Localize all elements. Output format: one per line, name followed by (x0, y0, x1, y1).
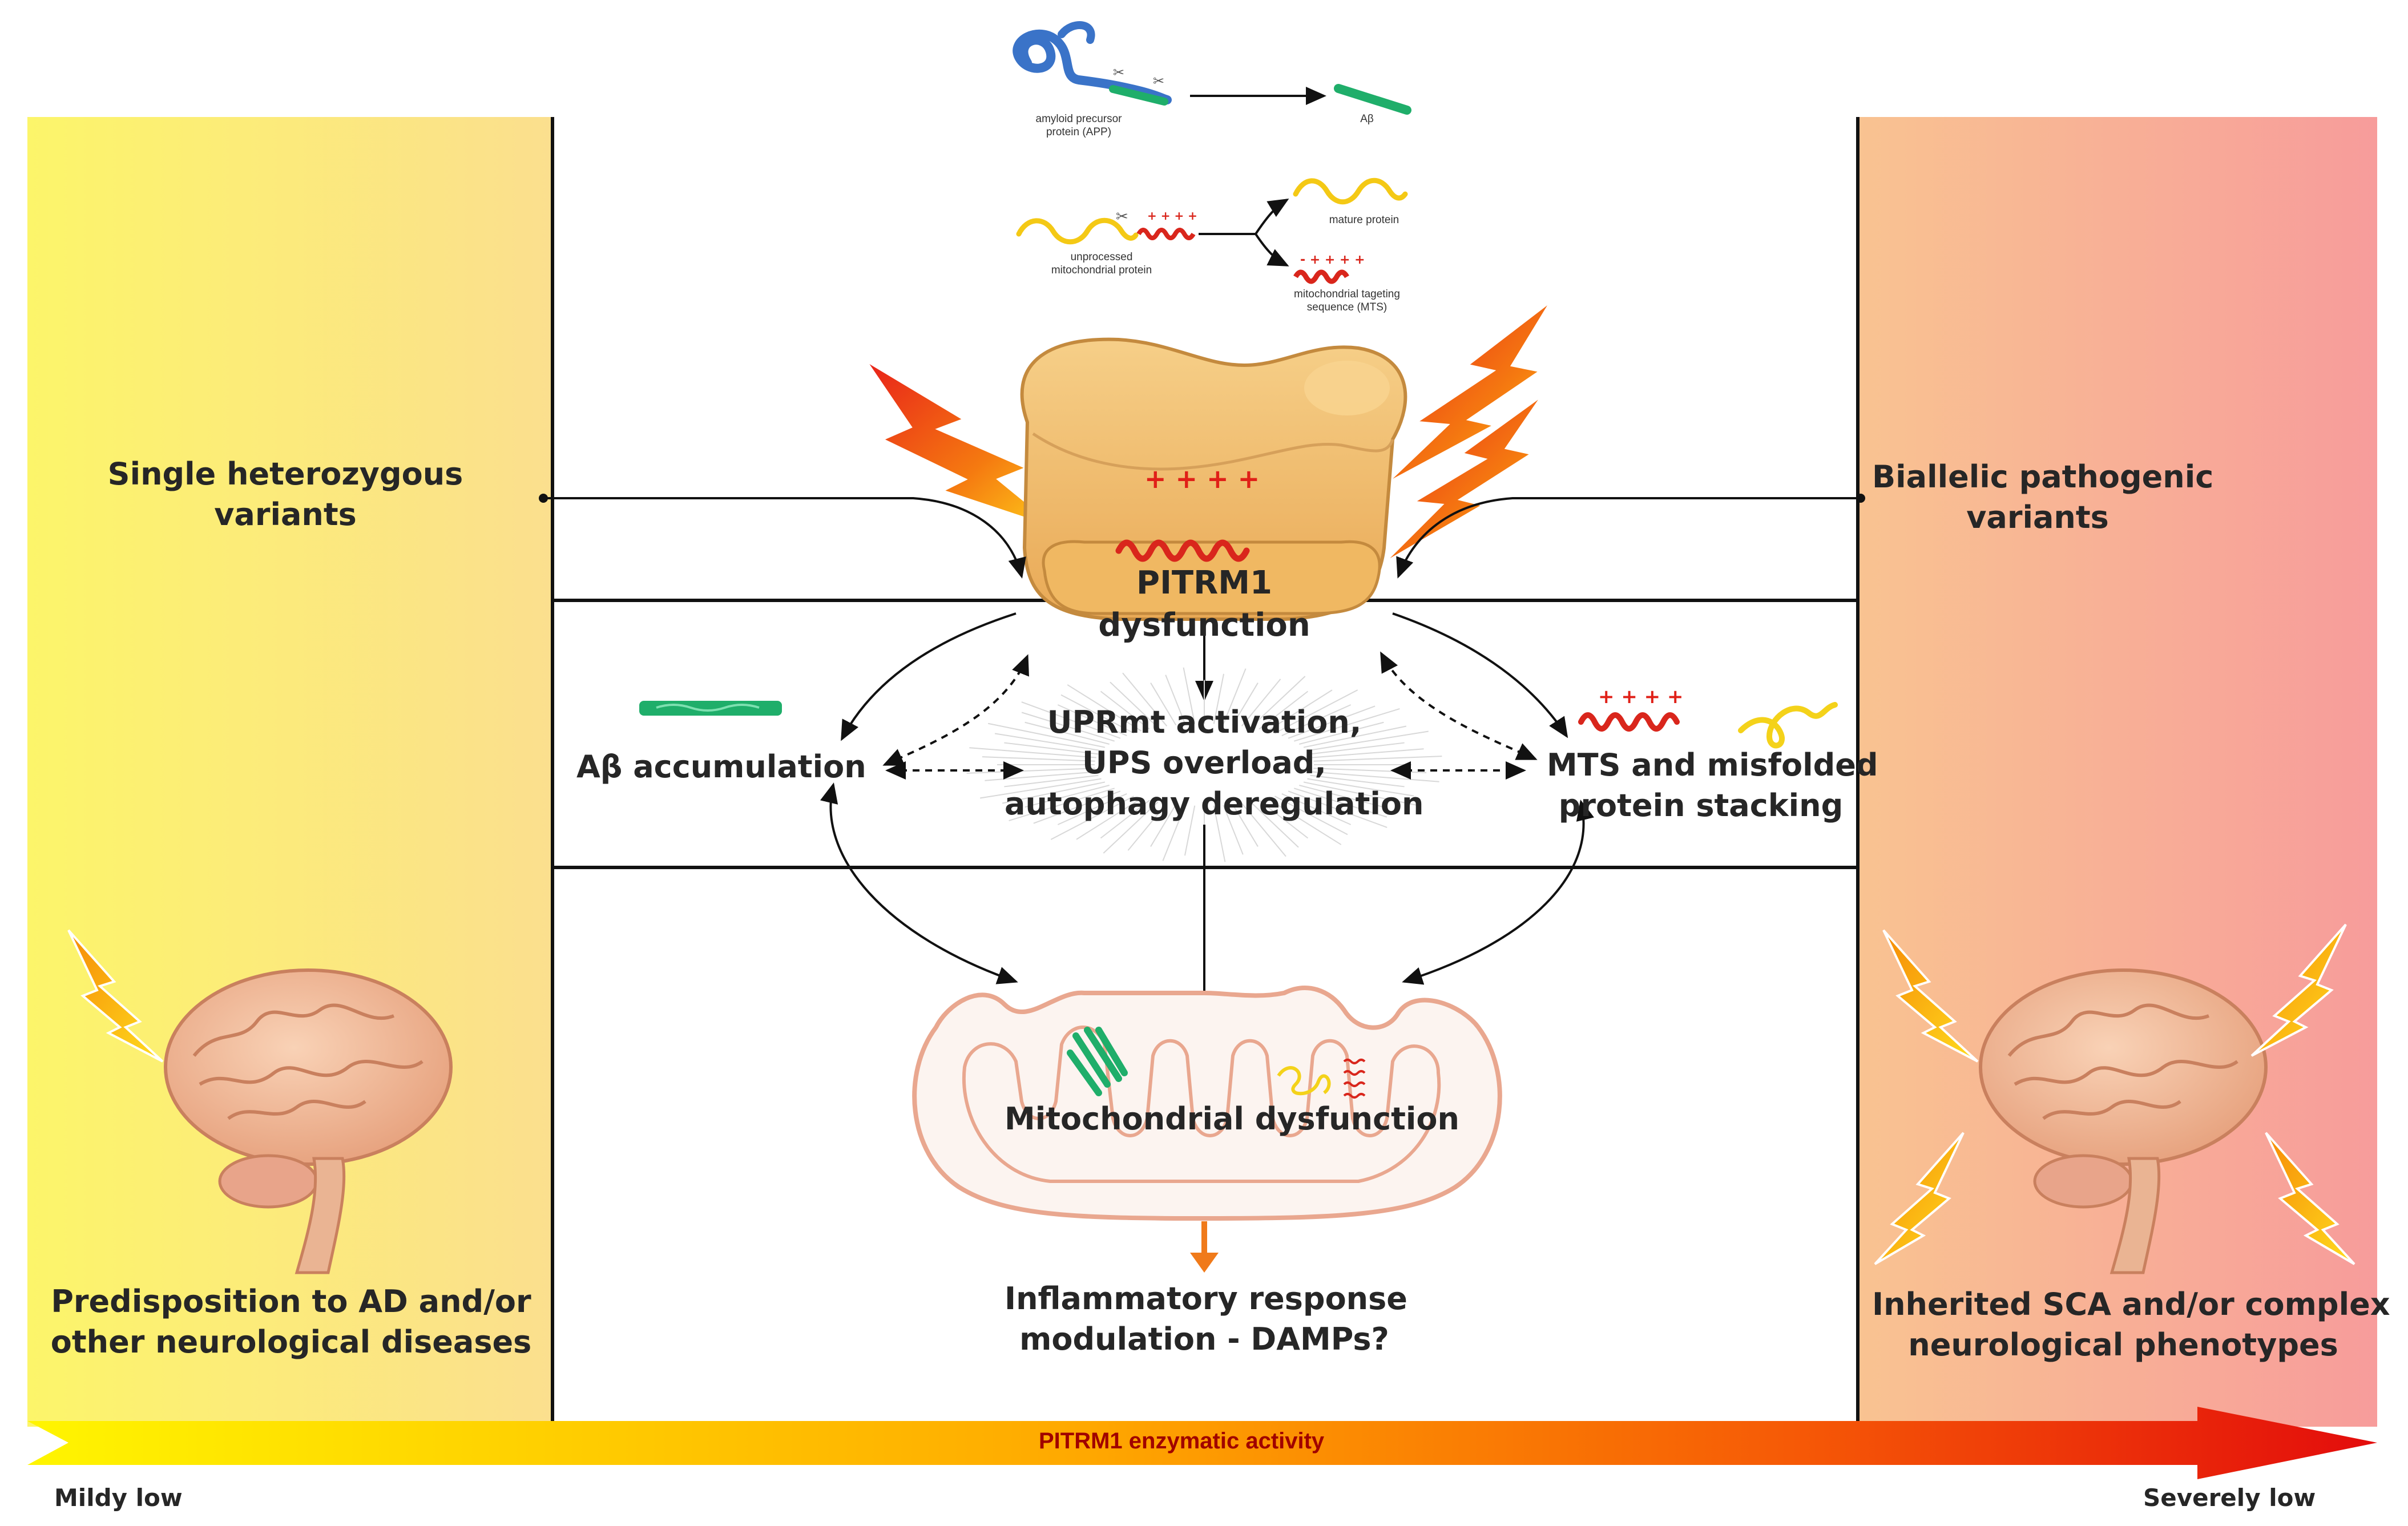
axis-left-end: Mildy low (54, 1484, 183, 1512)
activity-axis-arrow (27, 1407, 2377, 1479)
lightning-bolt-icon (2250, 923, 2347, 1057)
mts-stack-icon: + + + + (1578, 685, 1683, 732)
abeta-peptide-icon (1334, 84, 1411, 115)
mts-peptide-icon: - + + + + (1293, 253, 1365, 284)
axis-right-end: Severely low (2143, 1484, 2316, 1512)
right-variant-arrow (1396, 497, 1861, 579)
svg-text:+ + + +: + + + + (1147, 209, 1197, 223)
abeta-to-enzyme-dotted-arrow (882, 654, 1029, 766)
lightning-bolt-icon (1882, 929, 1979, 1063)
right-brain-icon (1979, 968, 2268, 1274)
svg-text:+ + + +: + + + + (1144, 463, 1260, 494)
svg-text:- + + + +: - + + + + (1300, 253, 1365, 267)
app-protein-icon: ✂ ✂ (1013, 21, 1172, 106)
mts-arrow-down (1255, 233, 1289, 267)
pitrm1-enzyme-icon: + + + + (1020, 337, 1407, 621)
abeta-accumulation-label: Aβ accumulation (576, 749, 866, 785)
stress-label: UPRmt activation,UPS overload,autophagy … (1005, 704, 1424, 822)
mito-label: Mitochondrial dysfunction (1005, 1101, 1459, 1137)
left-variant-arrow (543, 497, 1026, 579)
stacking-to-mito-arrow (1402, 800, 1594, 985)
svg-text:✂: ✂ (1153, 73, 1164, 89)
inflammation-arrow-icon (1190, 1221, 1219, 1273)
left-panel (27, 117, 552, 1427)
abeta-label: Aβ (1360, 113, 1374, 125)
lightning-bolt-icon (1874, 1132, 1965, 1265)
abeta-to-mito-arrow (820, 782, 1018, 984)
left-brain-icon (164, 968, 453, 1274)
right-panel (1858, 117, 2377, 1427)
svg-text:✂: ✂ (1116, 208, 1128, 225)
unprocessed-protein-icon: ✂ + + + + (1016, 208, 1197, 245)
mature-protein-label: mature protein (1329, 214, 1399, 226)
lightning-bolt-icon (2265, 1132, 2355, 1265)
enzyme-to-stacking-arrow (1392, 612, 1568, 738)
mitochondrion-icon (912, 986, 1502, 1221)
axis-title: PITRM1 enzymatic activity (1039, 1428, 1325, 1454)
abeta-fibril-icon (639, 701, 782, 716)
stacking-to-enzyme-dotted-arrow (1380, 651, 1538, 760)
lightning-bolt-icon (67, 929, 164, 1063)
svg-text:✂: ✂ (1113, 64, 1124, 80)
misfolded-protein-icon (1738, 702, 1838, 749)
mature-protein-icon (1293, 177, 1408, 205)
enzyme-to-abeta-arrow (841, 612, 1017, 741)
svg-text:+ + + +: + + + + (1598, 685, 1683, 708)
mts-arrow-up (1255, 198, 1289, 235)
